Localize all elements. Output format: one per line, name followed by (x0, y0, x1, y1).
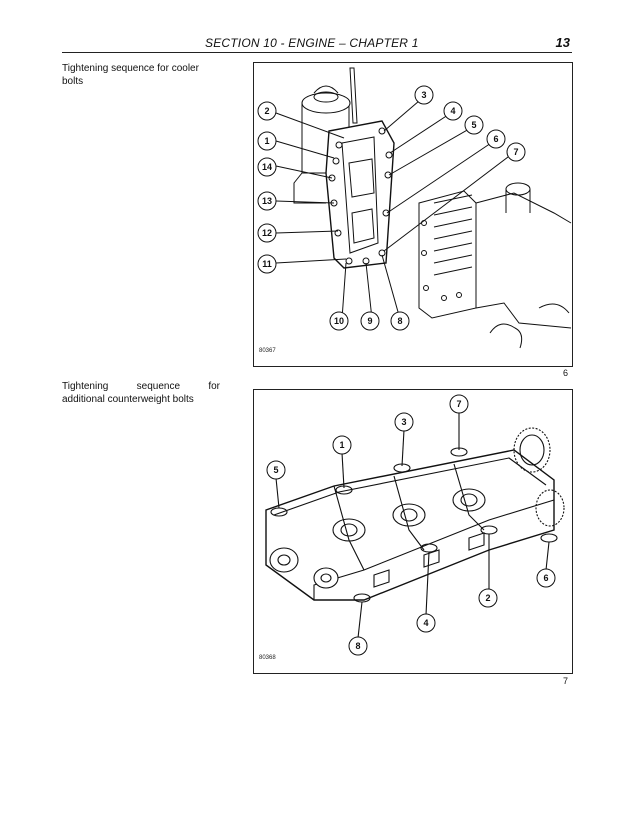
figure-6-code: 80367 (259, 348, 276, 354)
figure-7-caption-line2: additional counterweight bolts (62, 394, 194, 405)
figure-6-number: 6 (563, 368, 569, 378)
callout-12: 12 (262, 228, 272, 238)
figure-7-code: 80368 (259, 655, 276, 661)
callout-6: 6 (493, 134, 498, 144)
cooler-illustration: 2 1 14 13 12 11 3 4 5 6 7 10 9 8 (257, 67, 572, 349)
callout-5: 5 (471, 120, 476, 130)
callout-3: 3 (421, 90, 426, 100)
callout-1: 1 (339, 440, 344, 450)
callout-14: 14 (262, 162, 272, 172)
callout-3: 3 (401, 417, 406, 427)
callout-2: 2 (264, 106, 269, 116)
callout-4: 4 (450, 106, 455, 116)
caption-word: Tightening (62, 381, 109, 392)
section-title: SECTION 10 - ENGINE – CHAPTER 1 (205, 36, 419, 50)
callout-9: 9 (367, 316, 372, 326)
callout-7: 7 (456, 399, 461, 409)
callout-11: 11 (262, 259, 272, 269)
callout-7: 7 (513, 147, 518, 157)
page-number: 13 (555, 35, 570, 50)
figure-6-cooler-diagram: 2 1 14 13 12 11 3 4 5 6 7 10 9 8 80367 (253, 62, 573, 367)
callout-10: 10 (334, 316, 344, 326)
callout-8: 8 (355, 641, 360, 651)
figure-7-caption: Tightening sequence for additional count… (62, 380, 220, 406)
callout-4: 4 (423, 618, 428, 628)
figure-7-counterweight-diagram: 1 3 7 5 2 6 4 8 80368 (253, 389, 573, 674)
callout-5: 5 (273, 465, 278, 475)
caption-word: for (208, 381, 220, 392)
callout-8: 8 (397, 316, 402, 326)
callout-1: 1 (264, 136, 269, 146)
callout-13: 13 (262, 196, 272, 206)
callout-2: 2 (485, 593, 490, 603)
caption-word: sequence (136, 381, 181, 392)
header-divider (62, 52, 572, 53)
figure-6-caption: Tightening sequence for cooler bolts (62, 63, 199, 87)
figure-7-caption-line1: Tightening sequence for (62, 380, 220, 393)
figure-7-number: 7 (563, 676, 569, 686)
counterweight-illustration: 1 3 7 5 2 6 4 8 (265, 394, 565, 656)
callout-6: 6 (543, 573, 548, 583)
